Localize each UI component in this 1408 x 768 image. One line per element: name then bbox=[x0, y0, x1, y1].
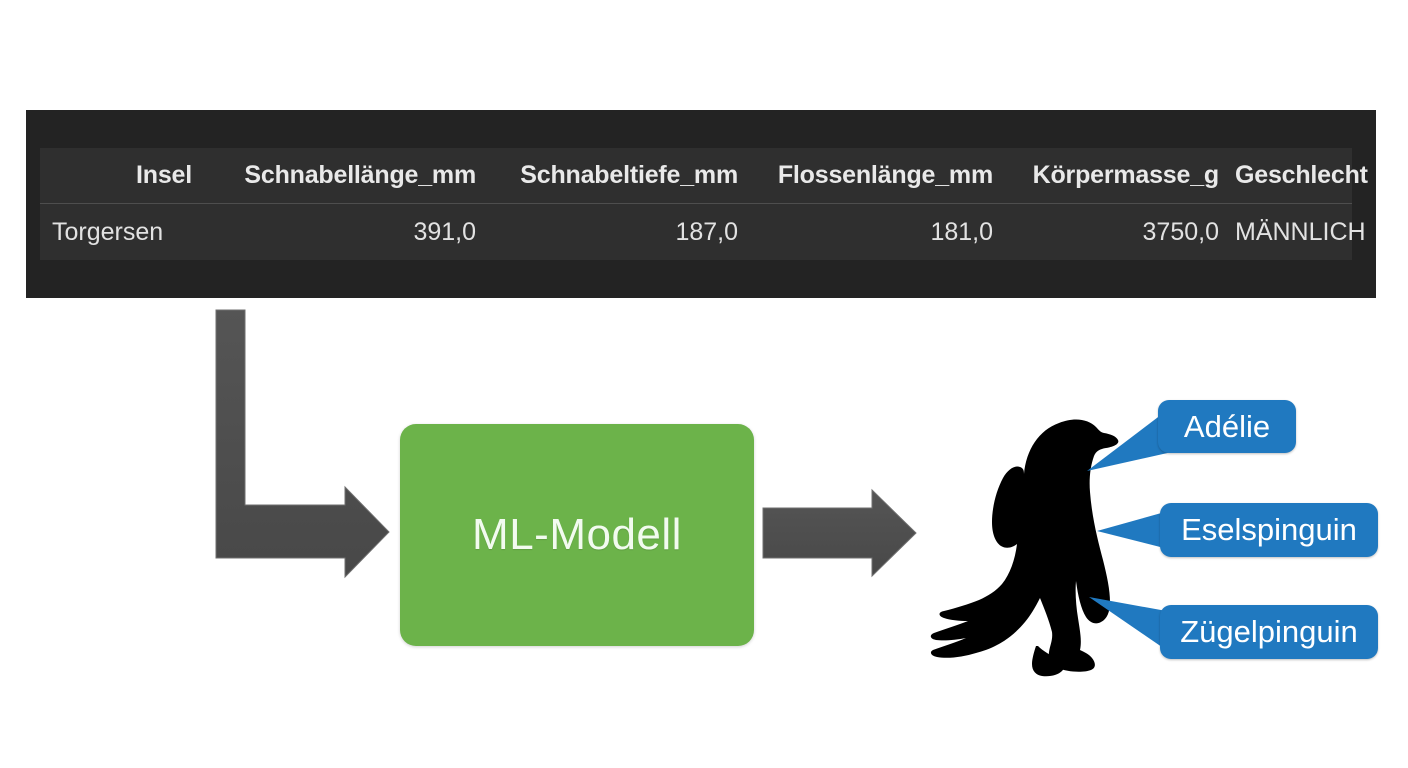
table-body: Torgersen 391,0 187,0 181,0 3750,0 MÄNNL… bbox=[40, 204, 1366, 261]
input-data-panel: Insel Schnabellänge_mm Schnabeltiefe_mm … bbox=[26, 110, 1376, 298]
ml-model-box[interactable]: ML-Modell bbox=[400, 424, 754, 646]
output-class-label: Zügelpinguin bbox=[1180, 614, 1358, 649]
column-header-schnabellaenge: Schnabellänge_mm bbox=[200, 148, 484, 204]
column-header-insel: Insel bbox=[40, 148, 200, 204]
column-header-geschlecht: Geschlecht bbox=[1227, 148, 1368, 204]
input-data-table-container: Insel Schnabellänge_mm Schnabeltiefe_mm … bbox=[40, 148, 1368, 261]
table-header-row-group: Insel Schnabellänge_mm Schnabeltiefe_mm … bbox=[40, 148, 1368, 204]
cell-flossenlaenge: 181,0 bbox=[930, 217, 993, 246]
cell-geschlecht: MÄNNLICH bbox=[1235, 217, 1366, 246]
ml-model-label: ML-Modell bbox=[472, 510, 682, 559]
input-data-table: Insel Schnabellänge_mm Schnabeltiefe_mm … bbox=[40, 148, 1368, 261]
cell-schnabellaenge: 391,0 bbox=[413, 217, 476, 246]
column-header-schnabeltiefe: Schnabeltiefe_mm bbox=[484, 148, 746, 204]
output-class-zuegelpinguin[interactable]: Zügelpinguin bbox=[1160, 605, 1378, 659]
output-class-label: Eselspinguin bbox=[1181, 512, 1357, 547]
table-row: Torgersen 391,0 187,0 181,0 3750,0 MÄNNL… bbox=[40, 204, 1366, 261]
output-class-eselspinguin[interactable]: Eselspinguin bbox=[1160, 503, 1378, 557]
output-class-label: Adélie bbox=[1183, 408, 1271, 444]
output-class-adelie[interactable]: Adélie bbox=[1158, 400, 1296, 453]
arrow-right-icon bbox=[762, 488, 917, 578]
column-header-koerpermasse: Körpermasse_g bbox=[1001, 148, 1227, 204]
penguin-silhouette-icon bbox=[930, 419, 1119, 677]
cell-insel: Torgersen bbox=[52, 217, 164, 246]
column-header-flossenlaenge: Flossenlänge_mm bbox=[746, 148, 1001, 204]
table-header-row: Insel Schnabellänge_mm Schnabeltiefe_mm … bbox=[40, 148, 1368, 204]
cell-schnabeltiefe: 187,0 bbox=[675, 217, 738, 246]
elbow-arrow-right-icon bbox=[215, 309, 390, 579]
cell-koerpermasse: 3750,0 bbox=[1142, 217, 1219, 246]
